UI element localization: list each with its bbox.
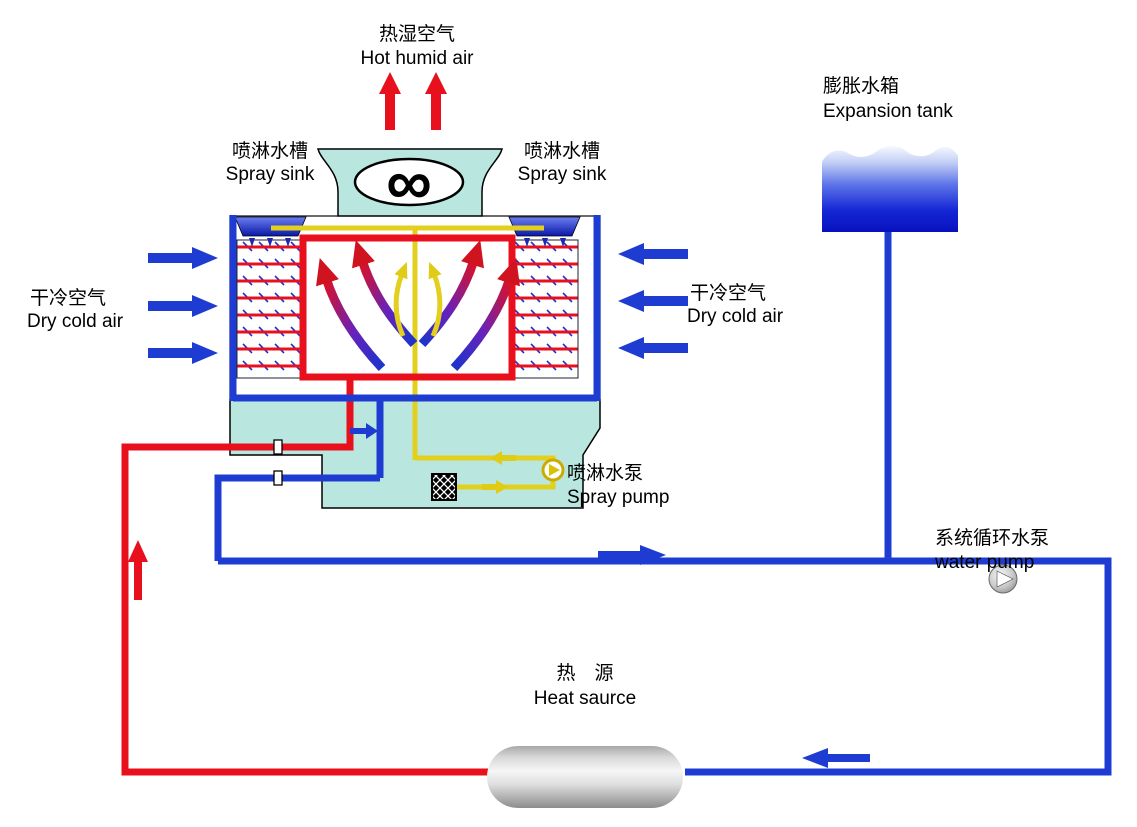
spray-rise-arrows (393, 261, 443, 338)
cold-air-arrows (148, 243, 688, 364)
label-heat-source-en: Heat saurce (534, 688, 636, 709)
label-dry-cold-air-left-zh: 干冷空气 (30, 287, 106, 309)
air-rise-arrows (316, 239, 520, 372)
label-dry-cold-air-left-en: Dry cold air (27, 311, 124, 332)
label-water-pump-zh: 系统循环水泵 (935, 527, 1049, 549)
label-spray-sink-left-zh: 喷淋水槽 (232, 140, 308, 162)
coil-bank-left (236, 239, 304, 379)
label-hot-humid-air-zh: 热湿空气 (379, 23, 455, 45)
pipe-union-cold (273, 470, 283, 486)
fan-blades-icon: ∞ (386, 146, 432, 218)
pipe-union-hot (273, 439, 283, 455)
fan-icon: ∞ (353, 146, 465, 218)
cold-water-piping (214, 215, 1112, 776)
label-dry-cold-air-right-en: Dry cold air (687, 306, 784, 327)
label-expansion-tank-zh: 膨胀水箱 (823, 75, 899, 97)
label-spray-sink-left-en: Spray sink (226, 164, 315, 185)
spray-pump-strainer (431, 473, 457, 501)
labels: 热湿空气 Hot humid air 喷淋水槽 Spray sink 喷淋水槽 … (27, 23, 1049, 709)
expansion-tank-shape (822, 145, 958, 232)
label-hot-humid-air-en: Hot humid air (361, 48, 475, 69)
label-water-pump-en: water pump (934, 552, 1034, 573)
label-spray-pump-en: Spray pump (567, 487, 669, 508)
label-spray-pump-zh: 喷淋水泵 (567, 462, 643, 484)
hot-water-piping (121, 234, 516, 776)
label-heat-source-zh: 热 源 (556, 662, 613, 684)
spray-pump-icon (541, 458, 565, 482)
water-pump-icon (988, 564, 1018, 594)
spray-sink-right-shape (508, 216, 581, 247)
hot-air-arrows (379, 72, 447, 130)
label-expansion-tank-en: Expansion tank (823, 101, 953, 122)
label-spray-sink-right-en: Spray sink (518, 164, 607, 185)
flow-arrows (128, 423, 870, 768)
label-dry-cold-air-right-zh: 干冷空气 (690, 282, 766, 304)
label-spray-sink-right-zh: 喷淋水槽 (524, 140, 600, 162)
heat-source-vessel (487, 746, 683, 808)
coil-bank-right (511, 239, 579, 379)
spray-sink-left-shape (234, 216, 307, 247)
